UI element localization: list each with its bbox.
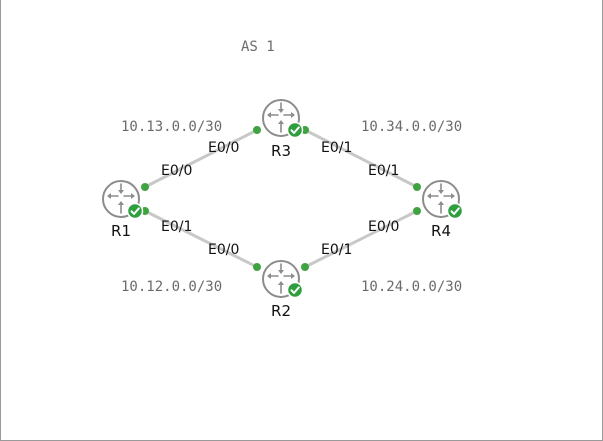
port-r4-e0-0[interactable] — [413, 207, 421, 215]
link-r1-r2[interactable] — [143, 209, 259, 269]
interface-label-r3-e0-1: E0/1 — [321, 140, 352, 156]
status-ok-icon — [286, 281, 304, 299]
router-r2[interactable]: R2 — [262, 260, 304, 320]
status-ok-icon — [446, 202, 464, 220]
interface-label-r4-e0-0: E0/0 — [368, 219, 399, 235]
subnet-label-r2-r4: 10.24.0.0/30 — [361, 279, 462, 295]
interface-label-r1-e0-0: E0/0 — [161, 163, 192, 179]
port-r2-e0-0[interactable] — [253, 263, 261, 271]
port-r2-e0-1[interactable] — [301, 263, 309, 271]
link-r2-r4[interactable] — [303, 209, 419, 269]
router-r3[interactable]: R3 — [262, 99, 304, 160]
as-label: AS 1 — [241, 39, 275, 55]
status-ok-icon — [126, 202, 144, 220]
port-r3-e0-0[interactable] — [253, 126, 261, 134]
router-r4-label: R4 — [431, 222, 451, 240]
interface-label-r3-e0-0: E0/0 — [208, 140, 239, 156]
subnet-label-r1-r3: 10.13.0.0/30 — [121, 119, 222, 135]
port-r4-e0-1[interactable] — [413, 183, 421, 191]
interface-label-r1-e0-1: E0/1 — [161, 219, 192, 235]
link-r1-r3[interactable] — [143, 128, 259, 189]
router-r2-label: R2 — [271, 302, 291, 320]
interface-label-r4-e0-1: E0/1 — [368, 163, 399, 179]
port-r1-e0-0[interactable] — [141, 183, 149, 191]
router-r1[interactable]: R1 — [102, 180, 144, 240]
router-r1-label: R1 — [111, 222, 131, 240]
router-r4[interactable]: R4 — [422, 180, 464, 240]
link-r3-r4[interactable] — [303, 128, 419, 189]
interface-label-r2-e0-0: E0/0 — [208, 242, 239, 258]
router-r3-label: R3 — [271, 142, 291, 160]
interface-label-r2-e0-1: E0/1 — [321, 242, 352, 258]
status-ok-icon — [286, 121, 304, 139]
subnet-label-r3-r4: 10.34.0.0/30 — [361, 119, 462, 135]
subnet-label-r1-r2: 10.12.0.0/30 — [121, 279, 222, 295]
